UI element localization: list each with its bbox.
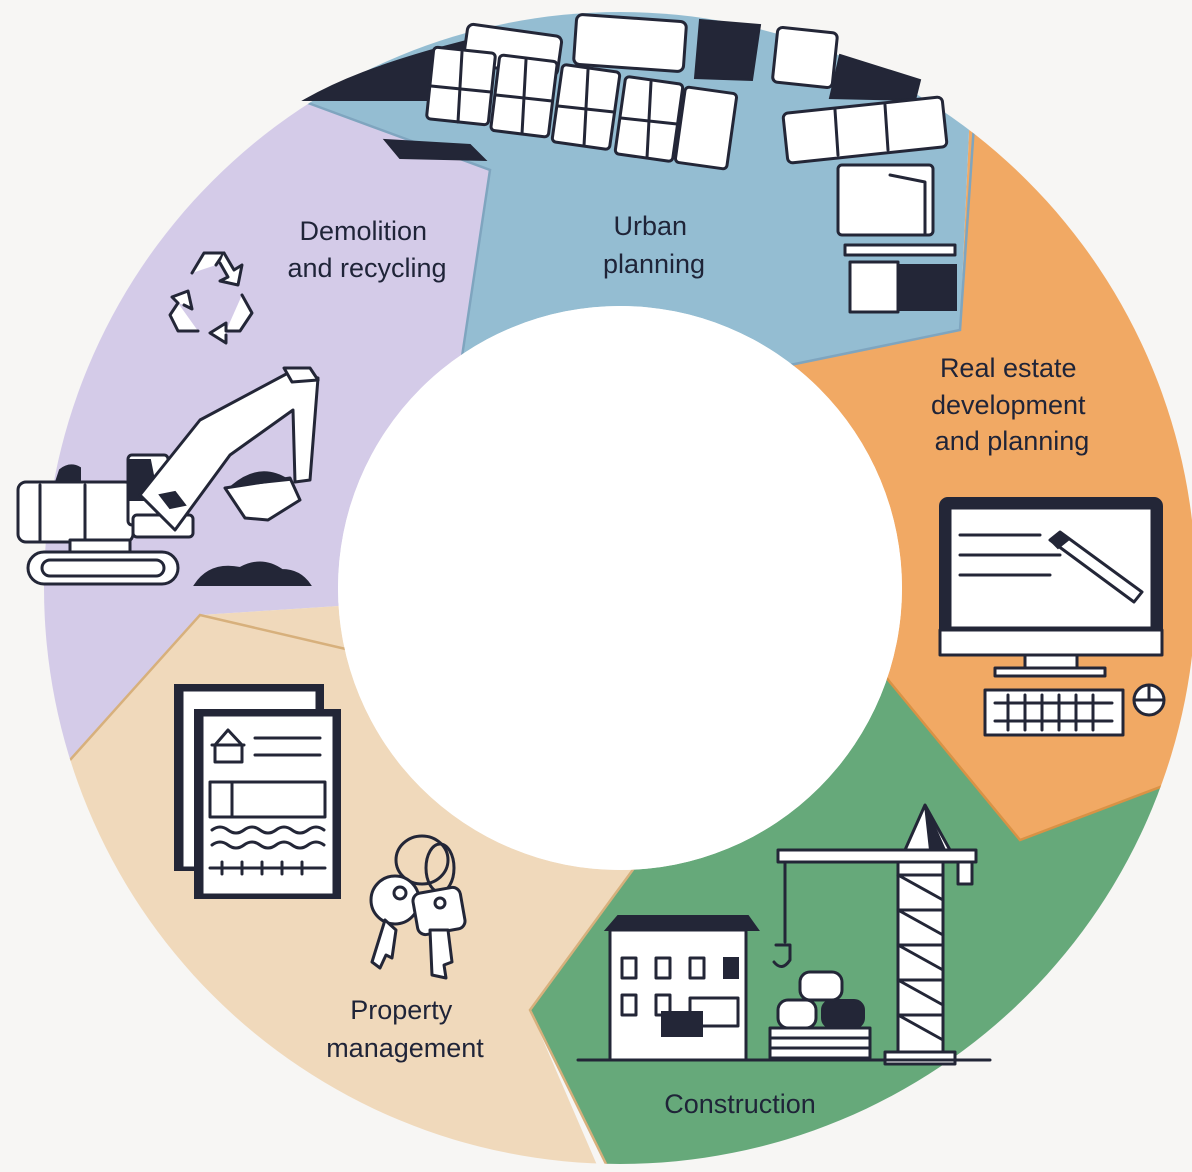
recycle-icon — [168, 251, 254, 345]
computer-illustration — [938, 497, 1166, 737]
segment-borders — [69, 98, 1192, 1172]
label-urban-planning: Urban planning — [603, 211, 705, 279]
excavator-illustration — [16, 366, 320, 586]
city-map-illustration — [301, 13, 957, 314]
label-construction: Construction — [664, 1089, 816, 1119]
construction-illustration — [576, 803, 992, 1066]
label-demolition: Demolition and recycling — [287, 216, 446, 283]
documents-keys-illustration — [174, 684, 467, 980]
center-circle — [338, 306, 902, 870]
label-real-estate: Real estate development and planning — [931, 353, 1093, 456]
label-property-management: Property management — [326, 995, 484, 1063]
